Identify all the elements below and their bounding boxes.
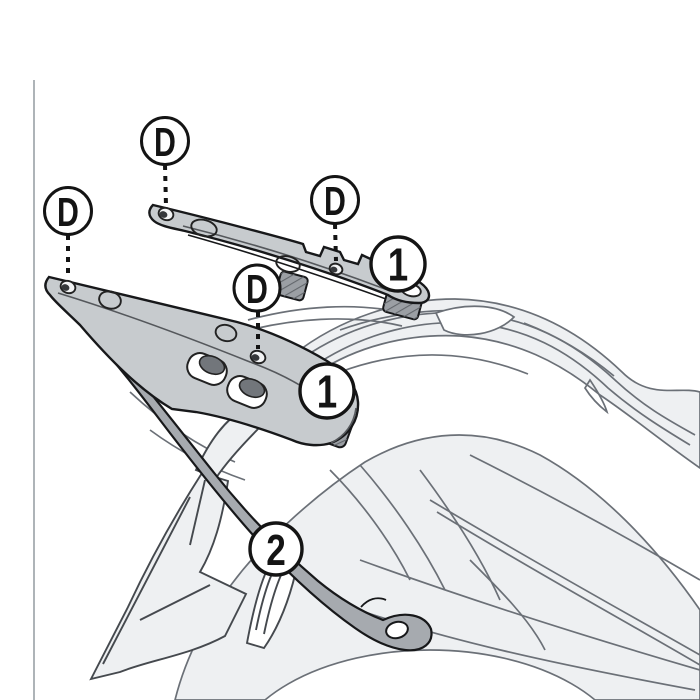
- screw-hole-d-middle: [328, 262, 344, 276]
- fairing-inner-line: [189, 479, 206, 546]
- bracket-hole: [275, 255, 301, 273]
- fairing-inner-line: [102, 496, 191, 665]
- body-crease-line: [359, 464, 446, 591]
- body-contour-line: [329, 599, 696, 691]
- fairing-inner-line: [139, 584, 211, 621]
- upper-bracket-pad-left: [275, 270, 309, 302]
- rubber-pad-hatch: [276, 271, 308, 301]
- body-crease-line: [419, 469, 501, 601]
- callout-label: D: [57, 188, 79, 235]
- callout-label: D: [324, 177, 346, 224]
- tail-platform-cutout: [434, 305, 516, 336]
- tail-platform-line: [523, 322, 615, 377]
- bracket-slot-insert: [198, 354, 226, 376]
- fairing-point-large: [89, 471, 248, 681]
- body-contour-line: [429, 499, 700, 656]
- upper-bracket-plate: [148, 203, 431, 305]
- screw-hole-d-lower: [249, 349, 267, 365]
- bracket-slot-insert: [238, 377, 266, 399]
- bracket-hole: [98, 290, 122, 310]
- callout-1-lower: 1: [298, 362, 356, 420]
- callouts: D D D D 1: [43, 116, 427, 577]
- grab-opening-edge: [339, 354, 529, 375]
- grab-rail-inner-line: [319, 321, 691, 446]
- bracket-hole: [214, 323, 238, 343]
- lower-bracket-curl-line: [330, 407, 357, 444]
- callout-label: D: [246, 265, 268, 312]
- callout-1-upper: 1: [369, 235, 427, 293]
- motorcycle-body: [129, 298, 700, 700]
- lower-bracket-group: [44, 275, 360, 449]
- callout-d-lower: D: [232, 263, 282, 313]
- body-contour-line: [359, 559, 700, 671]
- body-contour-line: [469, 454, 700, 581]
- upper-bracket-lip-line: [187, 234, 387, 300]
- callout-d-left: D: [43, 186, 93, 236]
- leader-line-d-top: [163, 164, 168, 207]
- body-crease-line: [469, 559, 546, 651]
- screw-hole-d-top: [157, 206, 175, 222]
- leader-lines: [66, 164, 338, 349]
- callout-d-middle: D: [310, 175, 360, 225]
- callout-label: 2: [266, 526, 286, 575]
- body-crease-line: [329, 469, 411, 581]
- callout-2: 2: [248, 521, 304, 577]
- callout-label: D: [154, 118, 176, 165]
- tail-support-tab: [583, 378, 609, 415]
- strut-bolt-hole: [385, 620, 409, 640]
- callout-d-top: D: [140, 116, 190, 166]
- rear-wheel-arch: [263, 649, 597, 700]
- bracket-hole: [190, 218, 218, 238]
- strut-accent-line: [360, 597, 387, 608]
- upper-bracket-group: [148, 203, 431, 321]
- grab-opening: [335, 356, 532, 417]
- body-contour-line: [436, 511, 700, 666]
- callout-label: 1: [317, 366, 337, 418]
- callout-label: 1: [388, 239, 408, 291]
- screw-hole-d-left: [59, 279, 77, 295]
- rear-body-panel: [174, 434, 700, 700]
